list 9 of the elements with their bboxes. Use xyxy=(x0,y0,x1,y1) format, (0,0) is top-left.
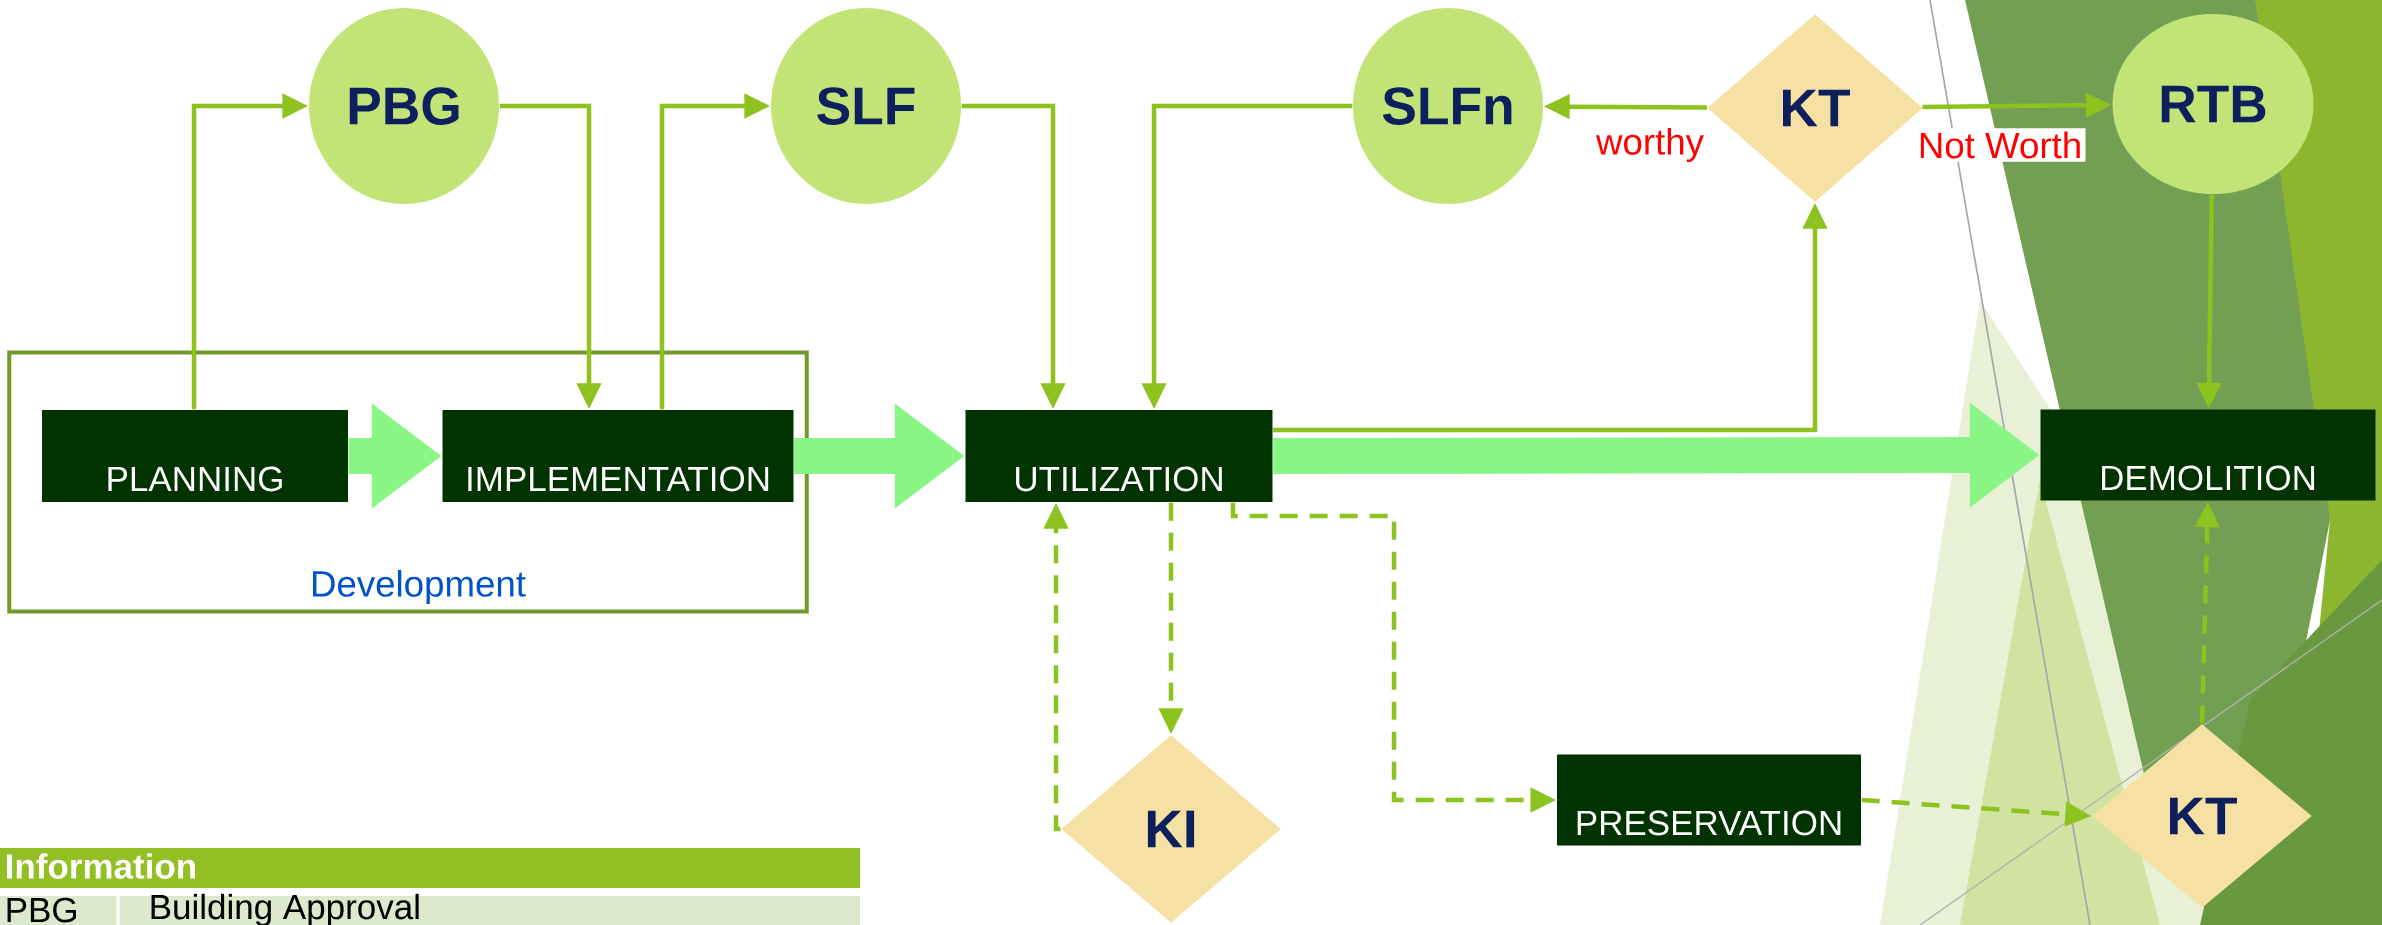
stage-box: PLANNING xyxy=(42,410,348,502)
edge-label: Not Worth xyxy=(1914,128,2086,162)
edge-label: worthy xyxy=(1592,124,1708,166)
stage-box: PRESERVATION xyxy=(1557,754,1861,846)
table-cell: PBG xyxy=(7,897,76,923)
stage-box: UTILIZATION xyxy=(965,410,1273,502)
stage-box: DEMOLITION xyxy=(2040,409,2376,501)
stage-box: IMPLEMENTATION xyxy=(442,410,794,502)
table-header: Information xyxy=(0,848,860,888)
